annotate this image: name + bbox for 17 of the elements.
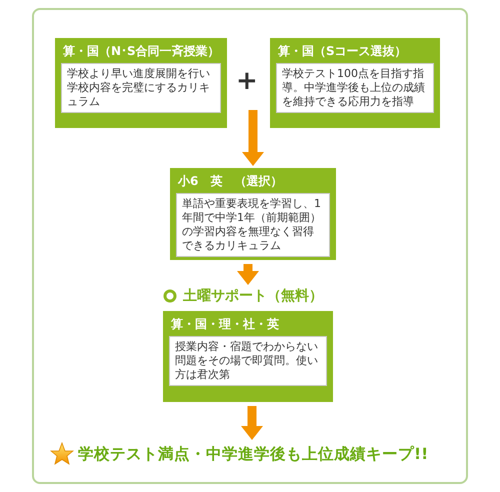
course-card <box>270 38 440 128</box>
arrow <box>241 406 263 440</box>
course-description: 学校より早い進度展開を行い学校内容を完璧にするカリキュラム <box>61 63 221 113</box>
course-description: 学校テスト100点を目指す指導。中学進学後も上位の成績を維持できる応用力を指導 <box>276 63 434 113</box>
course-description: 授業内容・宿題でわからない問題をその場で即質問。使い方は君次第 <box>169 336 327 386</box>
course-title: 算・国（N･S合同一斉授業） <box>62 43 221 60</box>
plus-sign: + <box>236 66 258 96</box>
course-title: 小6 英 （選択） <box>176 173 284 190</box>
course-card <box>55 38 227 128</box>
course-card <box>170 168 336 260</box>
arrow <box>242 110 264 166</box>
course-description: 単語や重要表現を学習し、1年間で中学1年（前期範囲）の学習内容を無理なく習得できるカリキュラム <box>176 193 330 257</box>
arrow <box>237 264 259 285</box>
goal-text: 学校テスト満点・中学進学後も上位成績キープ!! <box>78 444 428 464</box>
course-title: 算・国（Sコース選抜） <box>277 43 408 60</box>
section-heading: 土曜サポート（無料） <box>183 287 323 305</box>
course-title: 算・国・理・社・英 <box>170 316 280 333</box>
